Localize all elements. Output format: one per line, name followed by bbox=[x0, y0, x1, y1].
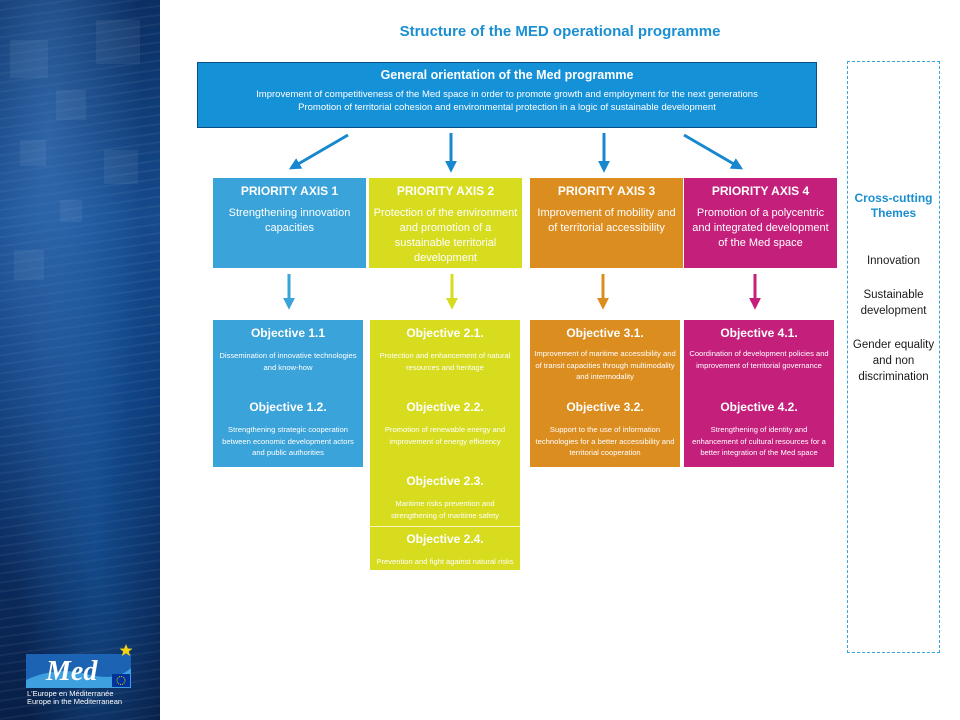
priority-axis-2-title: PRIORITY AXIS 2 bbox=[396, 184, 495, 198]
objectives-axis-1-box: Objective 1.1 Dissemination of innovativ… bbox=[213, 320, 363, 467]
objective-2-2-title: Objective 2.2. bbox=[406, 400, 484, 414]
objective-2-3-title: Objective 2.3. bbox=[406, 474, 484, 488]
general-orientation-line-2: Promotion of territorial cohesion and en… bbox=[298, 102, 716, 113]
cross-cutting-item: Gender equality and non discrimination bbox=[852, 339, 935, 383]
general-orientation-box: General orientation of the Med programme… bbox=[197, 62, 817, 128]
med-logo: Med L'Europe en Méditerranée Europe in t… bbox=[26, 644, 134, 706]
priority-axis-4-description: Promotion of a polycentric and integrate… bbox=[692, 207, 829, 249]
objective-1-1-description: Dissemination of innovative technologies… bbox=[219, 351, 357, 372]
objectives-axis-2-box: Objective 2.1. Protection and enhancemen… bbox=[370, 320, 520, 570]
objective-1-1-title: Objective 1.1 bbox=[250, 326, 326, 340]
priority-axis-3-title: PRIORITY AXIS 3 bbox=[557, 184, 656, 198]
decorative-sidebar: Med L'Europe en Méditerranée Europe in t… bbox=[0, 0, 160, 720]
page-title: Structure of the MED operational program… bbox=[399, 23, 721, 40]
objective-1-2-title: Objective 1.2. bbox=[249, 400, 327, 414]
priority-axis-1-title: PRIORITY AXIS 1 bbox=[240, 184, 339, 198]
objective-3-2-description: Support to the use of information techno… bbox=[535, 425, 675, 457]
priority-axis-1-description: Strengthening innovation capacities bbox=[228, 207, 351, 234]
objective-3-2-title: Objective 3.2. bbox=[566, 400, 644, 414]
priority-axis-4-box: PRIORITY AXIS 4 Promotion of a polycentr… bbox=[684, 178, 837, 268]
logo-tagline-en: Europe in the Mediterranean bbox=[27, 697, 123, 706]
logo-tagline-fr: L'Europe en Méditerranée bbox=[27, 689, 114, 698]
objective-2-4-title: Objective 2.4. bbox=[406, 532, 484, 546]
objective-2-3-description: Maritime risks prevention and strengthen… bbox=[390, 499, 500, 520]
objective-4-1-description: Coordination of development policies and… bbox=[689, 349, 829, 370]
general-orientation-title: General orientation of the Med programme bbox=[380, 68, 634, 82]
objective-divider bbox=[370, 526, 520, 527]
priority-axis-2-description: Protection of the environment and promot… bbox=[373, 207, 518, 264]
objective-1-2-description: Strengthening strategic cooperation betw… bbox=[222, 425, 354, 457]
cross-cutting-themes-box: Cross-cutting Themes Innovation Sustaina… bbox=[847, 61, 940, 653]
eu-flag-icon bbox=[112, 674, 130, 687]
logo-word: Med bbox=[45, 656, 98, 687]
priority-axis-3-box: PRIORITY AXIS 3 Improvement of mobility … bbox=[530, 178, 683, 268]
cross-cutting-item: Innovation bbox=[866, 255, 921, 267]
med-logo-mark: Med bbox=[26, 644, 133, 688]
priority-axis-1-box: PRIORITY AXIS 1 Strengthening innovation… bbox=[213, 178, 366, 268]
objective-2-2-description: Promotion of renewable energy and improv… bbox=[384, 425, 506, 446]
general-orientation-line-1: Improvement of competitiveness of the Me… bbox=[256, 89, 758, 100]
objective-2-4-description: Prevention and fight against natural ris… bbox=[376, 557, 514, 566]
objective-2-1-description: Protection and enhancement of natural re… bbox=[379, 351, 511, 372]
priority-axis-4-title: PRIORITY AXIS 4 bbox=[711, 184, 810, 198]
priority-axis-2-box: PRIORITY AXIS 2 Protection of the enviro… bbox=[369, 178, 522, 268]
priority-axis-3-description: Improvement of mobility and of territori… bbox=[537, 207, 676, 234]
objective-4-2-description: Strengthening of identity and enhancemen… bbox=[692, 425, 826, 457]
cross-cutting-item: Sustainable development bbox=[860, 289, 927, 317]
cross-cutting-title: Cross-cutting Themes bbox=[854, 191, 933, 220]
objective-4-2-title: Objective 4.2. bbox=[720, 400, 798, 414]
star-icon bbox=[119, 644, 133, 656]
arrow-to-axis-1 bbox=[288, 133, 349, 170]
objective-3-1-description: Improvement of maritime accessibility an… bbox=[534, 349, 676, 381]
arrow-to-axis-4 bbox=[683, 133, 744, 170]
objective-3-1-title: Objective 3.1. bbox=[566, 326, 644, 340]
objectives-axis-3-box: Objective 3.1. Improvement of maritime a… bbox=[530, 320, 680, 467]
objective-2-1-title: Objective 2.1. bbox=[406, 326, 484, 340]
objectives-axis-4-box: Objective 4.1. Coordination of developme… bbox=[684, 320, 834, 467]
objective-4-1-title: Objective 4.1. bbox=[720, 326, 798, 340]
